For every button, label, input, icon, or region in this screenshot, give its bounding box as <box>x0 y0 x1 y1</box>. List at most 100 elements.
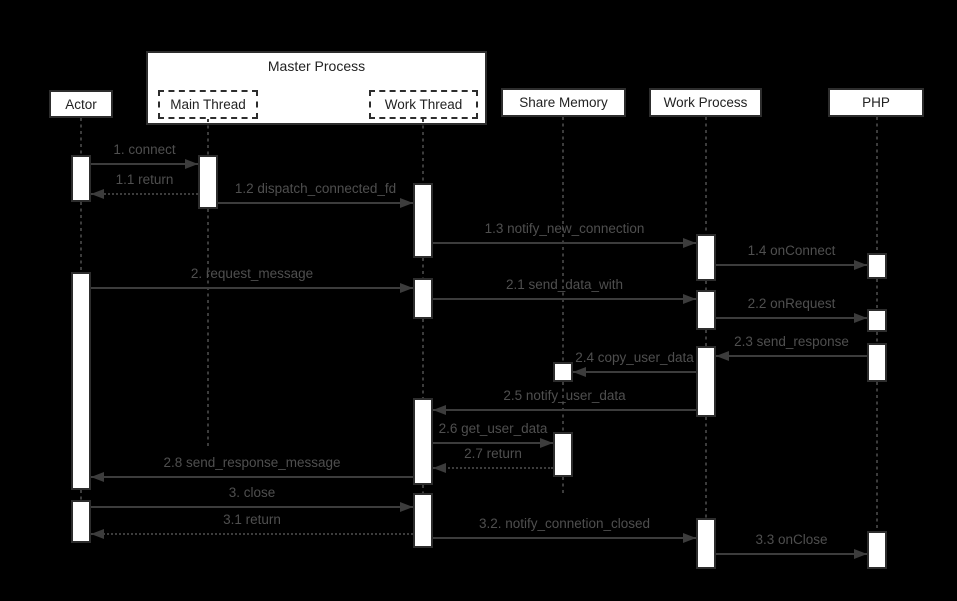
message-line-work-thread-to-work-process <box>433 242 696 244</box>
message-label: 2.4 copy_user_data <box>575 350 694 365</box>
lifeline-php <box>875 117 879 253</box>
participant-box-actor: Actor <box>49 90 113 118</box>
lifeline-work-process <box>704 330 708 346</box>
arrowhead-left-icon <box>91 472 104 482</box>
participant-label-main-thread: Main Thread <box>170 97 246 112</box>
lifeline-work-thread <box>421 485 425 493</box>
message-line-work-process-to-php <box>716 317 867 319</box>
participant-label-actor: Actor <box>65 96 97 112</box>
activation-bar-main-thread <box>198 155 218 209</box>
message-line-actor-to-main-thread <box>91 163 198 165</box>
message-line-actor-to-work-thread <box>91 506 413 508</box>
message-line-share-memory-to-work-thread <box>433 467 553 469</box>
message-label: 1.3 notify_new_connection <box>484 221 645 236</box>
message-label: 1.2 dispatch_connected_fd <box>234 181 397 196</box>
activation-bar-work-thread <box>413 183 433 258</box>
message-line-work-thread-to-actor <box>91 533 413 535</box>
activation-bar-work-process <box>696 234 716 281</box>
lifeline-share-memory <box>561 477 565 493</box>
arrowhead-right-icon <box>400 502 413 512</box>
message-label: 1.4 onConnect <box>747 243 836 258</box>
participant-label-share-memory: Share Memory <box>519 95 608 110</box>
message-line-work-thread-to-share-memory <box>433 442 553 444</box>
message-label: 2.8 send_response_message <box>163 455 341 470</box>
arrowhead-left-icon <box>433 405 446 415</box>
message-label: 2.1 send_data_with <box>505 277 624 292</box>
message-label: 3.1 return <box>223 512 281 527</box>
message-label: 3. close <box>228 485 276 500</box>
participant-label-php: PHP <box>862 95 890 110</box>
arrowhead-left-icon <box>91 189 104 199</box>
message-line-work-process-to-php <box>716 264 867 266</box>
lifeline-actor <box>79 118 83 155</box>
message-label: 3.2. notify_connetion_closed <box>478 516 651 531</box>
master-process-label: Master Process <box>267 58 366 74</box>
activation-bar-actor <box>71 272 91 490</box>
participant-box-php: PHP <box>828 88 924 117</box>
message-label: 2.7 return <box>464 446 522 461</box>
lifeline-php <box>875 332 879 343</box>
lifeline-work-thread <box>421 119 425 183</box>
lifeline-actor <box>79 202 83 272</box>
message-label: 1.1 return <box>115 172 174 187</box>
activation-bar-php <box>867 253 887 279</box>
message-line-work-process-to-php <box>716 553 867 555</box>
arrowhead-right-icon <box>854 313 867 323</box>
arrowhead-right-icon <box>683 238 696 248</box>
activation-bar-work-process <box>696 346 716 417</box>
message-line-work-thread-to-actor <box>91 476 413 478</box>
message-line-work-process-to-work-thread <box>433 409 696 411</box>
message-label: 2.2 onRequest <box>747 296 836 311</box>
activation-bar-actor <box>71 500 91 543</box>
participant-label-work-thread: Work Thread <box>384 97 463 112</box>
message-line-work-thread-to-work-process <box>433 537 696 539</box>
arrowhead-left-icon <box>573 367 586 377</box>
arrowhead-right-icon <box>854 549 867 559</box>
arrowhead-left-icon <box>716 351 729 361</box>
message-line-actor-to-work-thread <box>91 287 413 289</box>
message-line-main-thread-to-actor <box>91 193 198 195</box>
lifeline-share-memory <box>561 382 565 432</box>
activation-bar-work-process <box>696 518 716 569</box>
message-label: 2.6 get_user_data <box>438 421 548 436</box>
message-label: 2.3 send_response <box>734 334 849 349</box>
lifeline-work-process <box>704 281 708 290</box>
activation-bar-php <box>867 309 887 332</box>
arrowhead-right-icon <box>400 283 413 293</box>
message-line-work-thread-to-work-process <box>433 298 696 300</box>
arrowhead-left-icon <box>433 463 446 473</box>
participant-label-work-process: Work Process <box>663 95 748 110</box>
message-label: 1. connect <box>113 142 176 157</box>
participant-box-work-process: Work Process <box>649 88 762 117</box>
message-label: 2. request_message <box>190 266 314 281</box>
lifeline-php <box>875 382 879 531</box>
message-label: 3.3 onClose <box>755 532 828 547</box>
participant-box-share-memory: Share Memory <box>501 88 626 117</box>
arrowhead-right-icon <box>400 198 413 208</box>
lifeline-main-thread <box>206 119 210 155</box>
activation-bar-share-memory <box>553 432 573 477</box>
lifeline-share-memory <box>561 117 565 362</box>
participant-box-main-thread: Main Thread <box>158 90 258 119</box>
lifeline-actor <box>79 490 83 500</box>
message-label: 2.5 notify_user_data <box>503 388 626 403</box>
activation-bar-share-memory <box>553 362 573 382</box>
lifeline-php <box>875 279 879 309</box>
arrowhead-right-icon <box>683 533 696 543</box>
message-line-work-process-to-share-memory <box>573 371 696 373</box>
arrowhead-right-icon <box>854 260 867 270</box>
lifeline-work-thread <box>421 319 425 398</box>
activation-bar-php <box>867 531 887 569</box>
arrowhead-right-icon <box>185 159 198 169</box>
message-line-main-thread-to-work-thread <box>218 202 413 204</box>
activation-bar-work-thread <box>413 493 433 548</box>
arrowhead-right-icon <box>540 438 553 448</box>
activation-bar-work-thread <box>413 398 433 485</box>
lifeline-work-process <box>704 117 708 234</box>
activation-bar-work-process <box>696 290 716 330</box>
arrowhead-left-icon <box>91 529 104 539</box>
lifeline-work-thread <box>421 258 425 278</box>
activation-bar-actor <box>71 155 91 202</box>
activation-bar-php <box>867 343 887 382</box>
arrowhead-right-icon <box>683 294 696 304</box>
